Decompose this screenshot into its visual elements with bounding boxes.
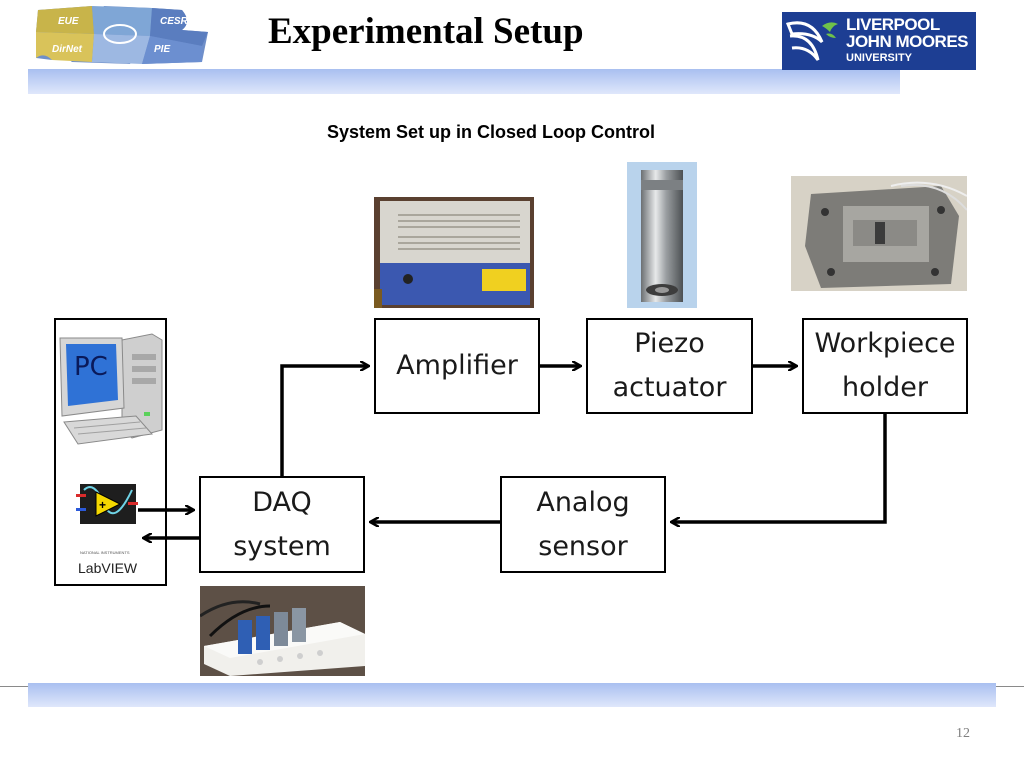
daq-system-block: DAQ system [199, 476, 365, 573]
amplifier-label: Amplifier [396, 350, 518, 381]
piezo-actuator-photo [627, 162, 697, 308]
amplifier-block: Amplifier [374, 318, 540, 414]
puzzle-logo: EUE CESRE DirNet PIE [32, 2, 212, 68]
workpiece-holder-photo [791, 176, 967, 291]
daq-hardware-photo [200, 586, 365, 676]
labview-vendor-label: NATIONAL INSTRUMENTS [80, 550, 130, 555]
slide-title: Experimental Setup [268, 11, 584, 52]
diagram-subtitle: System Set up in Closed Loop Control [326, 122, 656, 142]
university-logo-line3: UNIVERSITY [846, 52, 913, 64]
svg-text:+: + [99, 498, 106, 512]
workpiece-label-line1: Workpiece [814, 328, 956, 359]
pc-label: PC [74, 352, 108, 382]
logo-word-2: CESRE [160, 16, 195, 27]
arrow-workpiece-to-sensor [672, 414, 887, 522]
university-logo-line2: JOHN MOORES [846, 32, 969, 51]
labview-label: LabVIEW [78, 560, 138, 576]
piezo-label-line1: Piezo [634, 328, 705, 359]
footer-bar [28, 683, 996, 707]
piezo-actuator-block: Piezo actuator [586, 318, 753, 414]
header-bar [28, 69, 900, 94]
analog-sensor-block: Analog sensor [500, 476, 666, 573]
workpiece-holder-block: Workpiece holder [802, 318, 968, 414]
daq-label-line1: DAQ [252, 486, 312, 518]
daq-label-line2: system [233, 530, 331, 562]
workpiece-label-line2: holder [842, 372, 928, 403]
logo-word-4: PIE [154, 44, 170, 55]
amplifier-photo [374, 197, 534, 308]
analog-label-line2: sensor [538, 530, 628, 562]
piezo-label-line2: actuator [612, 372, 727, 403]
university-logo: LIVERPOOL JOHN MOORES UNIVERSITY [782, 12, 976, 70]
analog-label-line1: Analog [536, 486, 630, 518]
page-number: 12 [956, 726, 970, 741]
logo-word-3: DirNet [52, 44, 83, 55]
pc-labview-panel: + PC NATIONAL INSTRUMENTS LabVIEW [54, 318, 167, 586]
university-logo-line1: LIVERPOOL [846, 15, 940, 34]
logo-word-1: EUE [58, 16, 79, 27]
arrow-daq-to-amplifier [280, 366, 368, 476]
